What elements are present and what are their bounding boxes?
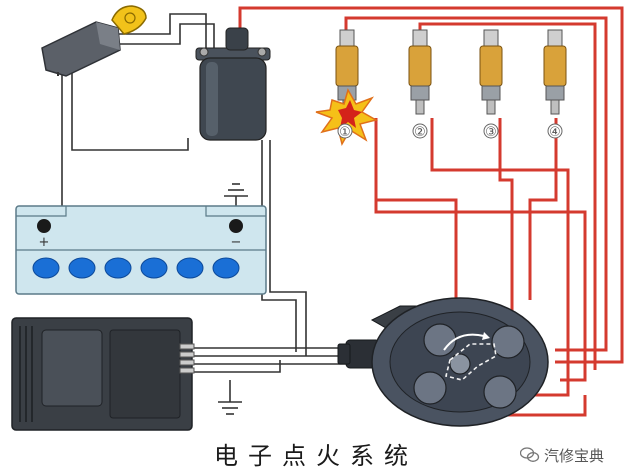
plug2-lower-wire (430, 118, 570, 397)
battery-negative-label: − (231, 235, 242, 250)
coil-to-module-wire-2 (269, 140, 307, 356)
coil-low-tension-wire (71, 72, 189, 151)
module-signal-wire-4 (192, 360, 281, 373)
plug2-wire (418, 22, 597, 370)
ground-symbol-battery (224, 183, 248, 197)
battery: + − (15, 205, 267, 295)
spark-plug-2-label: ② (414, 125, 426, 140)
wechat-icon (519, 447, 540, 463)
plug3-wire (498, 118, 514, 330)
diagram-title: 电子点火系统 (214, 442, 418, 470)
plug1-wire (344, 16, 608, 352)
distributor (337, 297, 549, 427)
spark-plug-4-label: ④ (549, 125, 561, 140)
spark-plug-3 (479, 29, 503, 115)
key-icon (111, 5, 147, 35)
high-tension-wires (238, 6, 624, 417)
ignition-module (11, 317, 195, 431)
plug4-wire (528, 118, 558, 300)
spark-plug-1-label: ① (339, 125, 351, 140)
coil-to-module-wire (261, 140, 297, 352)
spark-plug-4 (543, 29, 567, 115)
spark-plug-labels: ① ② ③ ④ (337, 123, 563, 140)
spark-plugs (315, 29, 567, 146)
switch-to-battery-wire (44, 72, 63, 211)
switch-to-coil-wire-2 (118, 23, 215, 50)
spark-flash-icon (315, 88, 378, 146)
ground-symbol-module (218, 401, 242, 415)
ignition-switch (41, 5, 147, 77)
ignition-coil (195, 27, 271, 141)
battery-negative-terminal (229, 219, 243, 233)
watermark-text: 汽修宝典 (544, 446, 605, 465)
switch-to-coil-wire (114, 13, 207, 50)
distributor-rotor (445, 343, 497, 381)
battery-cells (32, 257, 240, 279)
rotation-arrow-icon (443, 333, 485, 351)
module-fins (19, 326, 33, 422)
spark-plug-3-label: ③ (485, 125, 497, 140)
watermark: 汽修宝典 (519, 444, 605, 466)
battery-positive-terminal (37, 219, 51, 233)
module-connector-pins (179, 343, 195, 374)
coil-to-distributor-wire (238, 6, 624, 364)
plug1-lower-wire (374, 118, 587, 382)
distributor-terminals (413, 323, 525, 409)
battery-positive-label: + (39, 235, 50, 250)
spark-plug-2 (408, 29, 432, 115)
